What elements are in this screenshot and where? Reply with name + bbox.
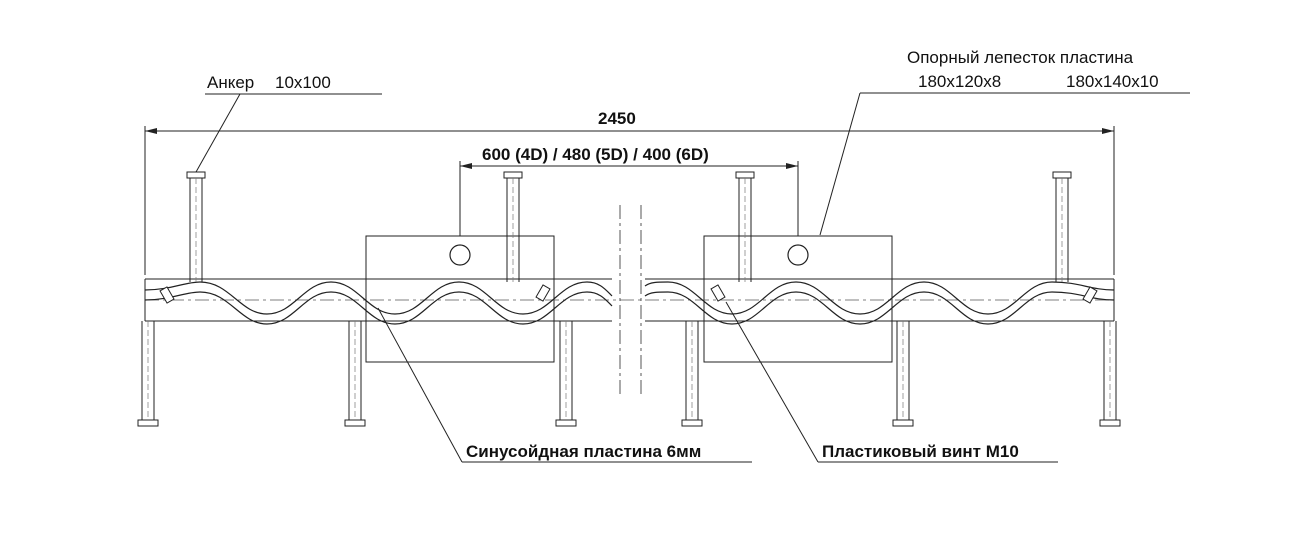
support-plate-left (365, 235, 555, 363)
spacing-arrow-left (460, 163, 472, 169)
anchor-top-1 (186, 171, 206, 282)
anchor-size: 10x100 (275, 73, 331, 92)
anchor-leader (195, 93, 241, 173)
plastic-screw-1 (159, 286, 175, 304)
support-leader (819, 92, 861, 236)
plastic-screw-2 (535, 284, 551, 302)
sinusoidal-plate (144, 281, 1115, 325)
anchor-top-2 (503, 171, 523, 282)
support-plate-right (703, 235, 893, 363)
spacing-arrow-right (786, 163, 798, 169)
total-length-dimension: 2450 (598, 109, 636, 128)
support-plate-left-hole (449, 244, 471, 266)
anchor-bottom-2 (344, 321, 366, 427)
plate-label: Синусойдная пластина 6мм (466, 442, 701, 461)
anchor-top-4 (1052, 171, 1072, 282)
spacing-dimension: 600 (4D) / 480 (5D) / 400 (6D) (482, 145, 709, 164)
anchor-bottom-3 (555, 321, 577, 427)
anchor-bottom-5 (892, 321, 914, 427)
support-title: Опорный лепесток пластина (907, 48, 1134, 67)
support-size-2: 180x140x10 (1066, 72, 1159, 91)
anchor-label: Анкер (207, 73, 254, 92)
screw-leader (725, 301, 819, 463)
plate-leader (377, 307, 463, 463)
dimension-arrow-left (145, 128, 157, 134)
anchor-bottom-1 (137, 321, 159, 427)
plastic-screw-4 (1082, 286, 1098, 304)
plastic-screw-3 (710, 284, 726, 302)
anchor-top-3 (735, 171, 755, 282)
support-plate-right-hole (787, 244, 809, 266)
dimension-arrow-right (1102, 128, 1114, 134)
support-size-1: 180x120x8 (918, 72, 1001, 91)
screw-label: Пластиковый винт M10 (822, 442, 1019, 461)
anchor-bottom-6 (1099, 321, 1121, 427)
anchor-bottom-4 (681, 321, 703, 427)
